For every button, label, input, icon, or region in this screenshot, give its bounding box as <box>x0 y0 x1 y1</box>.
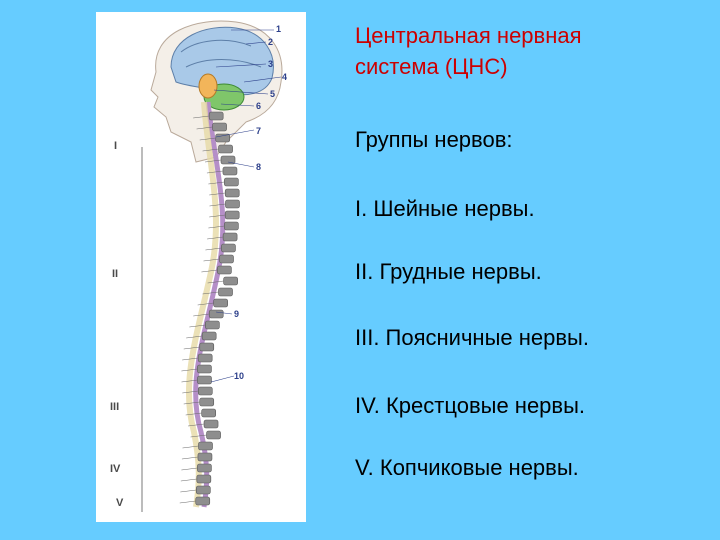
vertebra <box>196 486 210 494</box>
vertebra <box>224 277 238 285</box>
roman-label-II: II <box>112 268 118 280</box>
vertebra <box>224 178 238 186</box>
vertebra <box>198 387 212 395</box>
roman-label-V: V <box>116 497 124 509</box>
vertebra <box>219 145 233 153</box>
vertebra <box>223 233 237 241</box>
callout-6: 6 <box>256 101 261 111</box>
callout-8: 8 <box>256 162 261 172</box>
vertebra <box>198 354 212 362</box>
group-item-thoracic: II. Грудные нервы. <box>355 259 542 285</box>
vertebra <box>209 310 223 318</box>
callout-2: 2 <box>268 37 273 47</box>
vertebra <box>204 420 218 428</box>
vertebra <box>202 409 216 417</box>
group-item-coccygeal: V. Копчиковые нервы. <box>355 455 579 481</box>
callout-4: 4 <box>282 72 287 82</box>
nervous-system-illustration: I II III IV V 1 2 3 4 5 6 7 8 9 10 <box>96 12 306 522</box>
vertebra <box>197 475 211 483</box>
vertebra <box>217 266 231 274</box>
vertebra <box>223 167 237 175</box>
nerve-branch <box>180 501 196 503</box>
nerve-branch <box>180 490 196 492</box>
vertebra <box>219 288 233 296</box>
heading-line-2: система (ЦНС) <box>355 51 705 82</box>
group-item-sacral: IV. Крестцовые нервы. <box>355 393 585 419</box>
group-item-lumbar: III. Поясничные нервы. <box>355 325 589 351</box>
vertebra <box>198 453 212 461</box>
vertebra <box>213 123 227 131</box>
nerve-branch <box>181 479 197 481</box>
vertebra <box>220 255 234 263</box>
vertebra <box>199 442 213 450</box>
callout-10: 10 <box>234 371 244 381</box>
roman-label-I: I <box>114 140 117 152</box>
nerve-branch <box>181 468 197 470</box>
vertebra <box>202 332 216 340</box>
heading-line-1: Центральная нервная <box>355 20 705 51</box>
vertebra <box>205 321 219 329</box>
callout-3: 3 <box>268 59 273 69</box>
vertebra <box>207 431 221 439</box>
callout-1: 1 <box>276 24 281 34</box>
vertebra <box>200 398 214 406</box>
vertebra <box>197 464 211 472</box>
callout-7: 7 <box>256 126 261 136</box>
vertebra <box>224 222 238 230</box>
vertebra <box>200 343 214 351</box>
vertebra <box>225 189 239 197</box>
roman-labels: I II III IV V <box>110 140 142 512</box>
groups-title: Группы нервов: <box>355 127 513 153</box>
vertebra <box>197 376 211 384</box>
vertebra <box>225 200 239 208</box>
vertebra <box>197 365 211 373</box>
callout-9: 9 <box>234 309 239 319</box>
group-item-cervical: I. Шейные нервы. <box>355 196 535 222</box>
heading: Центральная нервная система (ЦНС) <box>355 20 705 82</box>
vertebra <box>209 112 223 120</box>
roman-label-IV: IV <box>110 463 121 475</box>
brainstem <box>199 74 217 98</box>
anatomy-figure: I II III IV V 1 2 3 4 5 6 7 8 9 10 <box>96 12 306 522</box>
vertebra <box>196 497 210 505</box>
vertebra <box>216 134 230 142</box>
vertebra <box>225 211 239 219</box>
vertebra <box>214 299 228 307</box>
roman-label-III: III <box>110 401 119 413</box>
callout-5: 5 <box>270 89 275 99</box>
vertebra <box>221 244 235 252</box>
